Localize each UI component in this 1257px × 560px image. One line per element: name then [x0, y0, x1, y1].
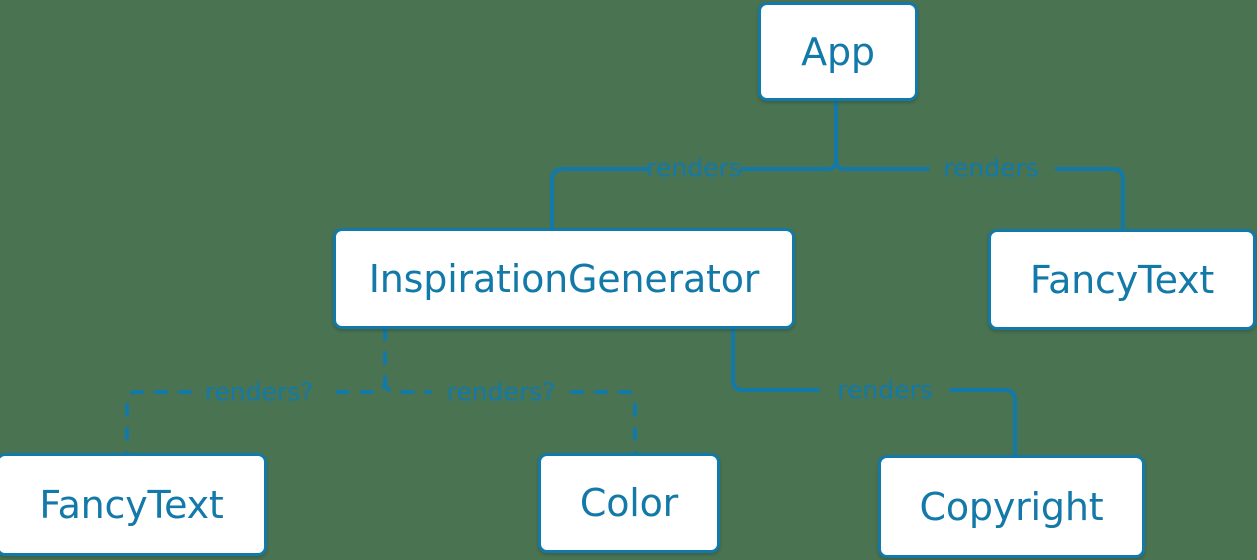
edge-label-inspiration-generator-fancytext: renders? — [204, 377, 314, 407]
node-color[interactable]: Color — [538, 453, 720, 553]
node-fancytext-top[interactable]: FancyText — [988, 229, 1256, 330]
edge-inspiration-generator-copyright — [731, 327, 1017, 457]
node-fancytext-bottom-label: FancyText — [39, 482, 224, 527]
edge-label-app-inspiration-generator: renders — [646, 153, 742, 183]
node-inspiration-generator[interactable]: InspirationGenerator — [333, 228, 795, 329]
edge-label-app-fancytext: renders — [943, 153, 1039, 183]
node-copyright-label: Copyright — [919, 484, 1104, 529]
node-app-label: App — [801, 29, 875, 74]
node-inspiration-generator-label: InspirationGenerator — [368, 256, 760, 301]
edge-label-inspiration-generator-color: renders? — [446, 377, 556, 407]
node-copyright[interactable]: Copyright — [878, 455, 1145, 558]
node-color-label: Color — [579, 481, 679, 525]
node-fancytext-top-label: FancyText — [1029, 257, 1215, 302]
node-app[interactable]: App — [758, 2, 918, 101]
edge-app-fancytext — [834, 158, 1125, 231]
edge-label-inspiration-generator-copyright: renders — [837, 375, 933, 405]
edge-inspiration-generator-color — [383, 379, 637, 455]
node-fancytext-bottom[interactable]: FancyText — [0, 453, 267, 556]
